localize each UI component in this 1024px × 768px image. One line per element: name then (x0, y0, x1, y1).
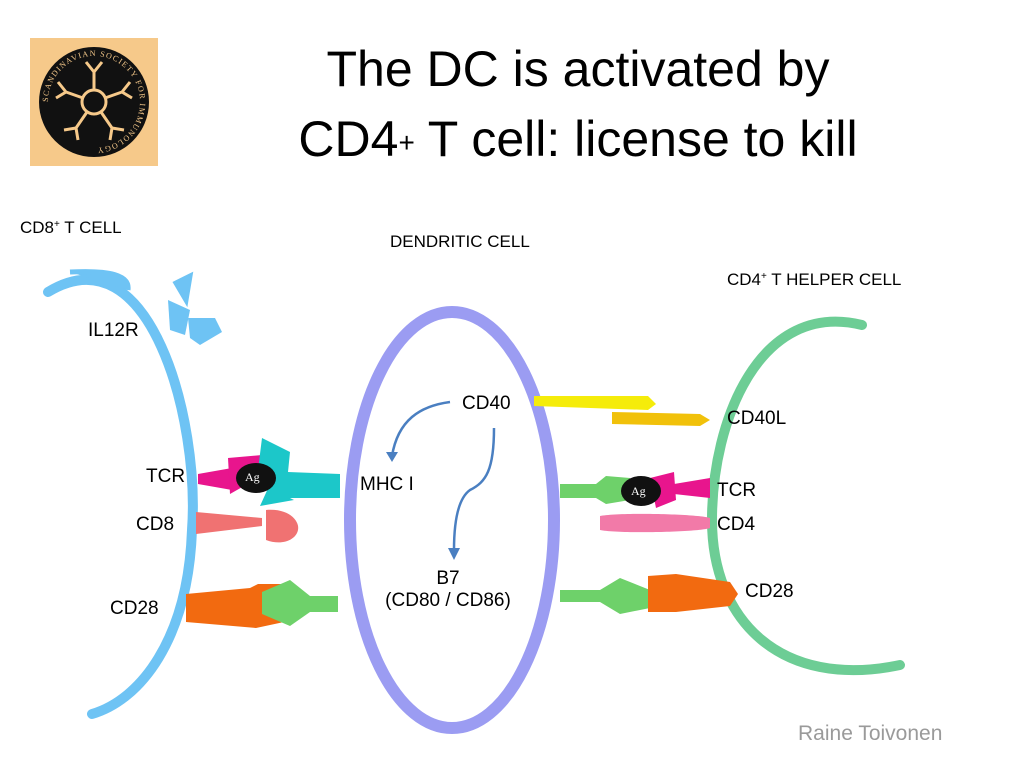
b7-label-main: B7 (436, 568, 460, 589)
logo-antibody-icon (55, 61, 133, 141)
dendritic-cell-label: DENDRITIC CELL (390, 232, 530, 251)
title-line-2: CD4+ T cell: license to kill (200, 104, 956, 174)
cd8-molecule-head (266, 509, 299, 543)
cd8-membrane-ruffle (69, 269, 194, 308)
title-line-2-pre: CD4 (298, 111, 399, 167)
cd28-left-label: CD28 (110, 598, 159, 619)
antigen-right-label: Ag (631, 484, 646, 498)
cd28-right-molecule (648, 574, 738, 612)
cd4-cell-label: CD4+ T HELPER CELL (727, 270, 901, 290)
tcr-right-stem (674, 478, 710, 498)
antigen-right (621, 476, 661, 506)
society-logo: SCANDINAVIAN SOCIETY FOR IMMUNOLOGY (30, 38, 158, 166)
arrow-cd40-to-mhc1 (390, 400, 451, 457)
title-line-1: The DC is activated by (326, 41, 830, 97)
slide-title: The DC is activated by CD4+ T cell: lice… (200, 34, 956, 174)
cd8-cell-membrane (43, 274, 198, 719)
cd4-molecule (600, 513, 710, 533)
tcr-right-label: TCR (717, 480, 757, 501)
antigen-left-label: Ag (245, 470, 260, 484)
author-credit: Raine Toivonen (798, 722, 943, 745)
cd4-cell-label-sup: + (761, 271, 767, 282)
cd40l-label: CD40L (727, 408, 787, 429)
dendritic-cell-membrane (344, 306, 560, 734)
cd8-cell-label-pre: CD8 (20, 218, 55, 237)
tcr-left-label: TCR (146, 466, 186, 487)
il12r-label: IL12R (88, 320, 139, 341)
tcr-left-receptor (198, 468, 238, 490)
title-line-2-post: T cell: license to kill (414, 111, 858, 167)
b7-label-sub: (CD80 / CD86) (385, 590, 511, 611)
cd8-cell-label: CD8+ T CELL (20, 218, 122, 238)
title-line-2-sup: + (398, 127, 415, 158)
cd4-cell-membrane (706, 316, 905, 675)
cd4-cell-label-post: T HELPER CELL (766, 270, 902, 289)
cd40l-molecule (612, 412, 710, 426)
cd8-label: CD8 (136, 514, 175, 535)
cd4-cell-label-pre: CD4 (727, 270, 762, 289)
mhc-right-molecule (560, 476, 630, 504)
mhc1-label: MHC I (360, 474, 414, 495)
arrow-cd40-to-b7-head (448, 548, 460, 560)
arrow-cd40-to-b7 (452, 427, 496, 551)
b7-label: B7 (CD80 / CD86) (374, 568, 522, 612)
cd40-molecule (534, 396, 656, 410)
il12r-receptor (168, 300, 222, 345)
cd28-right-label: CD28 (745, 581, 794, 602)
cd8-cell-label-sup: + (54, 219, 60, 230)
b7-left-molecule (262, 580, 338, 626)
cd8-molecule-stem (196, 512, 262, 534)
cd28-left-molecule (186, 584, 284, 628)
antigen-left (236, 463, 276, 493)
arrow-cd40-to-mhc1-head (386, 452, 398, 462)
cd40-label: CD40 (462, 393, 511, 414)
b7-right-molecule (560, 578, 650, 614)
mhc1-left-molecule (258, 438, 340, 506)
cd4-label: CD4 (717, 514, 756, 535)
cd8-cell-label-post: T CELL (59, 218, 122, 237)
